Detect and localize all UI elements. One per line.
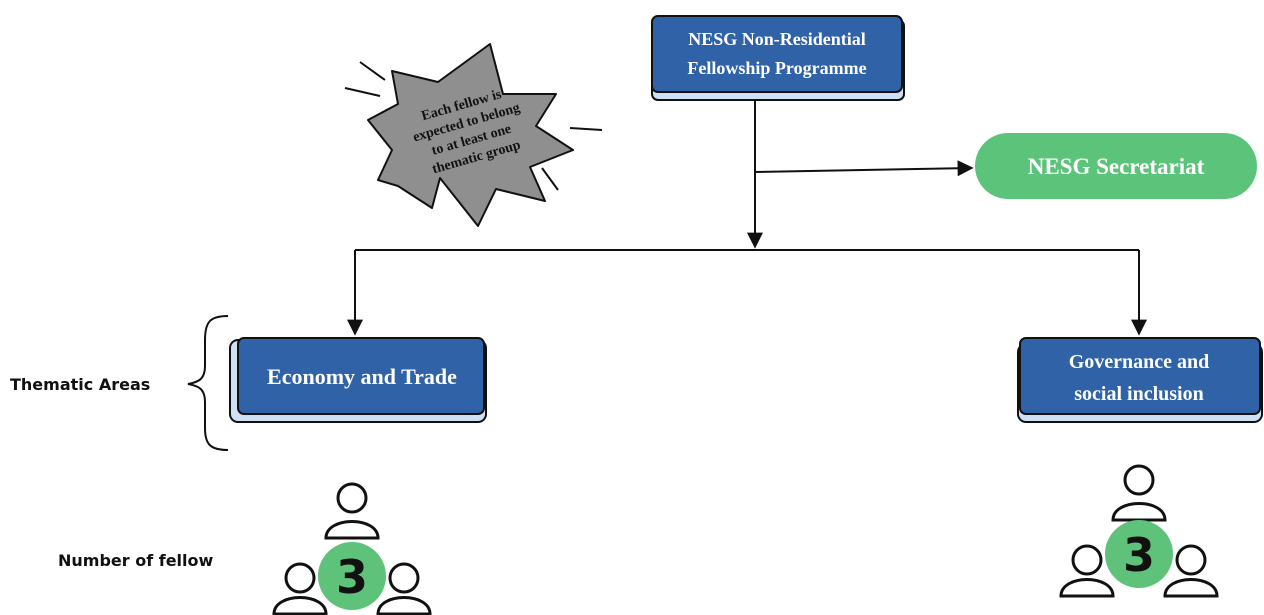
people-icon bbox=[1059, 464, 1219, 598]
connectors bbox=[347, 98, 1147, 336]
root-label-line-1: NESG Non-Residential bbox=[688, 29, 866, 49]
count-badge bbox=[1105, 520, 1173, 588]
secretariat-arrow bbox=[754, 160, 974, 177]
count-badge bbox=[318, 542, 386, 610]
fellow-count: 3 bbox=[1123, 528, 1155, 582]
root-node: NESG Non-Residential Fellowship Programm… bbox=[651, 15, 905, 101]
fellow-group-left: 3 bbox=[272, 482, 432, 615]
economy-node: Economy and Trade bbox=[229, 337, 487, 423]
governance-label-line-2: social inclusion bbox=[1074, 383, 1203, 405]
fellow-count: 3 bbox=[336, 550, 368, 604]
thematic-areas-label: Thematic Areas bbox=[10, 375, 150, 394]
curly-brace bbox=[187, 315, 229, 451]
burst-line-3 bbox=[569, 127, 603, 131]
economy-label: Economy and Trade bbox=[267, 364, 457, 389]
governance-node: Governance and social inclusion bbox=[1017, 337, 1263, 423]
burst-line-1 bbox=[344, 87, 381, 97]
root-label-line-2: Fellowship Programme bbox=[687, 58, 866, 78]
burst-line-4 bbox=[541, 167, 559, 191]
number-of-fellow-label: Number of fellow bbox=[58, 551, 214, 570]
fellow-group-right: 3 bbox=[1059, 464, 1219, 598]
secretariat-label: NESG Secretariat bbox=[1028, 154, 1205, 179]
burst-line-2 bbox=[359, 61, 386, 81]
callout-burst: Each fellow is expected to belong to at … bbox=[344, 43, 603, 227]
governance-label-line-1: Governance and bbox=[1069, 351, 1210, 373]
secretariat-node: NESG Secretariat bbox=[975, 133, 1257, 199]
people-icon bbox=[272, 482, 432, 615]
burst-shape bbox=[367, 43, 574, 227]
